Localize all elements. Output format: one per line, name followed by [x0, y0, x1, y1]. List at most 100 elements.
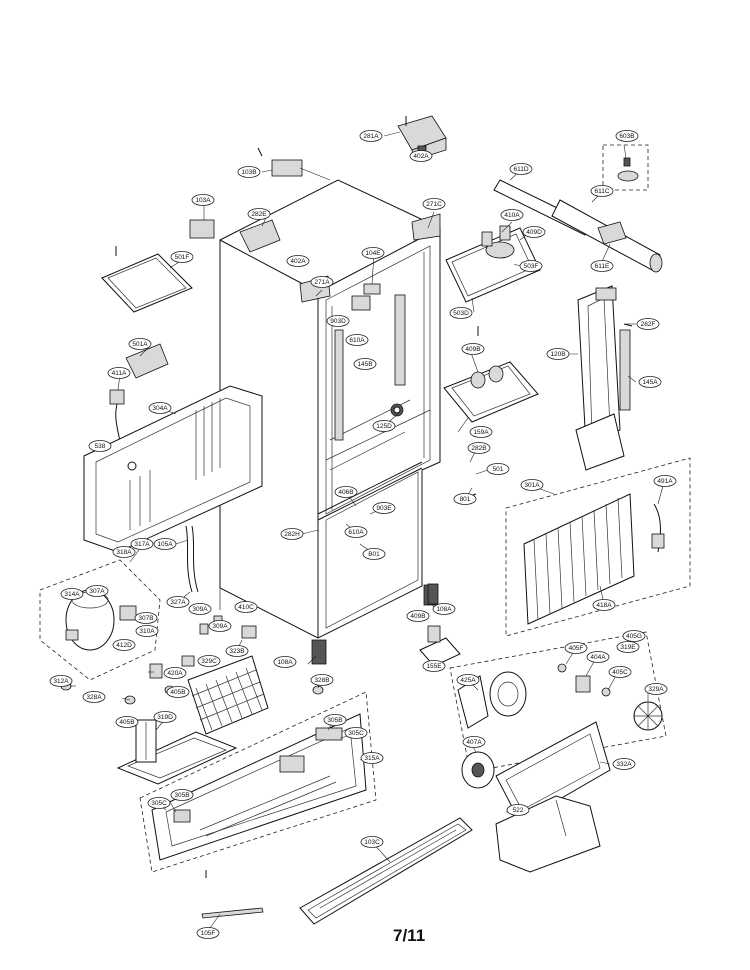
kick-plate — [299, 817, 473, 925]
callout-bubble — [615, 130, 639, 142]
callout-bubble — [586, 651, 610, 663]
callout-label: 538 — [95, 443, 106, 450]
callout-bubble — [469, 426, 493, 438]
callout-label: 108A — [436, 606, 452, 613]
callout-bubble — [372, 420, 396, 432]
part-callout: 155E — [422, 660, 446, 672]
callout-label: 105A — [157, 541, 173, 548]
part-callout: 145A — [638, 376, 662, 388]
part-callout: 503F — [519, 260, 543, 272]
callout-bubble — [564, 642, 588, 654]
part-callout: 801 — [453, 493, 477, 505]
callout-bubble — [310, 276, 334, 288]
part-callout: 402A — [286, 255, 310, 267]
callout-bubble — [196, 927, 220, 939]
callout-label: 522 — [513, 807, 524, 814]
callout-label: 407A — [466, 739, 482, 746]
part-callout: 610A — [344, 526, 368, 538]
callout-bubble — [409, 150, 433, 162]
callout-bubble — [506, 804, 530, 816]
callout-bubble — [49, 675, 73, 687]
callout-bubble — [286, 255, 310, 267]
callout-bubble — [406, 610, 430, 622]
callout-bubble — [362, 548, 386, 560]
callout-bubble — [166, 596, 190, 608]
part-callout: 281A — [359, 130, 383, 142]
callout-label: 103B — [241, 169, 256, 176]
callout-bubble — [163, 667, 187, 679]
callout-label: 104E — [365, 250, 381, 257]
part-callout: 411A — [107, 367, 131, 379]
callout-bubble — [135, 625, 159, 637]
callout-bubble — [509, 163, 533, 175]
callout-bubble — [644, 683, 668, 695]
callout-label: 409B — [465, 346, 480, 353]
callout-bubble — [638, 376, 662, 388]
callout-bubble — [112, 639, 136, 651]
drain-hose — [185, 525, 199, 593]
callout-bubble — [115, 716, 139, 728]
callout-label: 611E — [595, 263, 610, 270]
callout-label: 329A — [648, 686, 664, 693]
callout-bubble — [462, 736, 486, 748]
callout-label: 406B — [338, 489, 353, 496]
part-callout: 425A — [456, 674, 480, 686]
part-callout: 603B — [615, 130, 639, 142]
part-callout: 282B — [467, 442, 491, 454]
part-callout: 407A — [462, 736, 486, 748]
callout-bubble — [344, 727, 368, 739]
part-callout: 903D — [326, 315, 350, 327]
callout-label: 328A — [86, 694, 102, 701]
ice-tray-assembly — [445, 225, 541, 303]
callout-label: 501 — [493, 466, 504, 473]
part-callout: 405B — [115, 716, 139, 728]
part-callout: 332A — [612, 758, 636, 770]
part-callout: 420A — [163, 667, 187, 679]
part-callout: 491A — [653, 475, 677, 487]
callout-label: 405F — [569, 645, 584, 652]
callout-bubble — [153, 538, 177, 550]
callout-bubble — [590, 260, 614, 272]
part-callout: 501 — [486, 463, 510, 475]
callout-label: 402A — [290, 258, 306, 265]
part-callout: 319E — [616, 641, 640, 653]
callout-bubble — [344, 526, 368, 538]
callout-bubble — [225, 645, 249, 657]
part-callout: 103A — [191, 194, 215, 206]
part-callout: 402A — [409, 150, 433, 162]
callout-label: 328B — [314, 677, 329, 684]
callout-bubble — [153, 711, 177, 723]
callout-label: 405B — [119, 719, 134, 726]
callout-label: 402A — [413, 153, 429, 160]
callout-label: 327A — [170, 599, 186, 606]
callout-bubble — [486, 463, 510, 475]
part-callout: 103C — [360, 836, 384, 848]
callout-label: 307A — [89, 588, 105, 595]
callout-bubble — [520, 479, 544, 491]
callout-bubble — [519, 260, 543, 272]
callout-label: 305B — [327, 717, 342, 724]
part-callout: 611D — [509, 163, 533, 175]
callout-bubble — [461, 343, 485, 355]
callout-label: 501F — [175, 254, 190, 261]
part-callout: 611E — [590, 260, 614, 272]
callout-bubble — [247, 208, 271, 220]
callout-label: 610A — [349, 337, 365, 344]
callout-label: 307B — [138, 615, 153, 622]
part-callout: 305C — [344, 727, 368, 739]
condenser — [187, 655, 269, 735]
callout-bubble — [208, 620, 232, 632]
part-callout: 538 — [88, 440, 112, 452]
callout-label: 103C — [364, 839, 380, 846]
callout-bubble — [422, 660, 446, 672]
callout-label: 145B — [357, 361, 372, 368]
callout-label: 410C — [238, 604, 254, 611]
callout-label: 155E — [426, 663, 442, 670]
part-callout: 317A — [130, 538, 154, 550]
callout-bubble — [449, 307, 473, 319]
part-callout: 405B — [166, 686, 190, 698]
part-callout: 404A — [586, 651, 610, 663]
part-callout: 145B — [353, 358, 377, 370]
callout-label: 271C — [426, 201, 442, 208]
